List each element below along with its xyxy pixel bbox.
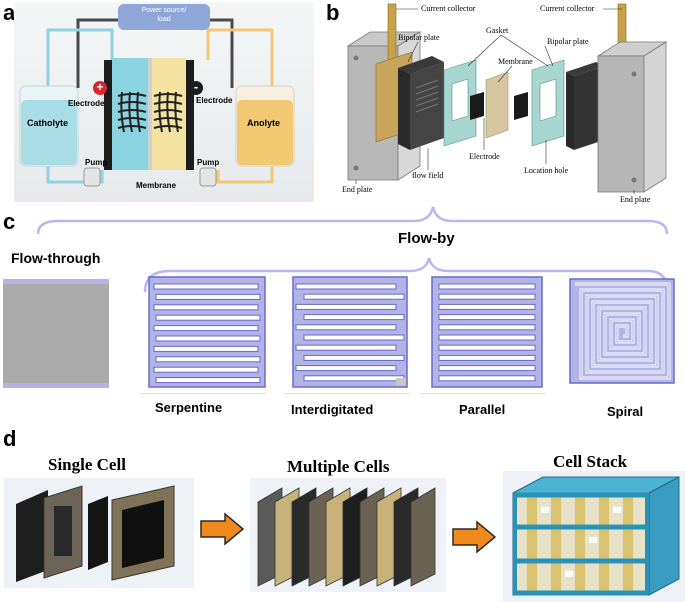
serpentine-rib xyxy=(153,366,259,373)
electrode-label-b: Electrode xyxy=(469,152,500,161)
arrow-right-icon-2 xyxy=(452,520,497,554)
interdigitated-finger xyxy=(295,365,397,372)
cell-stack-title: Cell Stack xyxy=(553,452,628,471)
parallel-rib xyxy=(438,303,536,310)
serpentine-rib xyxy=(155,335,261,342)
minus-terminal-icon: - xyxy=(193,79,199,94)
interdigitated-finger xyxy=(295,344,397,351)
interdigitated-finger xyxy=(295,324,397,331)
serpentine-rib xyxy=(153,325,259,332)
serpentine-rib xyxy=(155,356,261,363)
arrow-right-icon-1 xyxy=(200,512,245,546)
panel-label-c: c xyxy=(3,209,16,234)
serpentine-label: Serpentine xyxy=(155,400,223,415)
flow-by-heading: Flow-by xyxy=(398,230,455,247)
cell-plate xyxy=(410,487,436,587)
bipolar-plate-label-left: Bipolar plate xyxy=(398,33,440,42)
plus-terminal-icon: + xyxy=(96,80,104,94)
parallel-rib xyxy=(438,334,536,341)
parallel-rib xyxy=(438,375,536,382)
panel-label-b: b xyxy=(326,0,340,25)
end-plate-label-left: End plate xyxy=(342,185,373,194)
membrane-label-b: Membrane xyxy=(498,57,533,66)
single-cell-image xyxy=(4,478,194,588)
multiple-cells-title: Multiple Cells xyxy=(287,457,390,476)
interdigitated-finger xyxy=(303,375,405,382)
flow-through-cell xyxy=(3,279,109,388)
interdigitated-finger xyxy=(295,303,397,310)
power-source-label: Power source/ load xyxy=(141,7,187,23)
spiral-label: Spiral xyxy=(607,404,644,419)
parallel-pattern xyxy=(431,276,543,388)
interdigitated-finger xyxy=(295,283,397,290)
flow-field-label: flow field xyxy=(412,171,444,180)
serpentine-rib xyxy=(155,314,261,321)
interdigitated-label: Interdigitated xyxy=(291,402,374,417)
current-collector-label-left: Current collector xyxy=(421,4,476,13)
pattern-underline-2 xyxy=(284,393,410,394)
serpentine-rib xyxy=(153,345,259,352)
parallel-label: Parallel xyxy=(459,402,506,417)
single-cell-title: Single Cell xyxy=(48,455,126,474)
flow-through-heading: Flow-through xyxy=(11,250,101,266)
membrane-label-a: Membrane xyxy=(136,181,177,190)
cell-stack-image xyxy=(503,471,685,602)
parallel-rib xyxy=(438,324,536,331)
interdigitated-finger xyxy=(303,334,405,341)
multiple-cells-image xyxy=(250,478,446,592)
gasket-label: Gasket xyxy=(486,26,509,35)
current-collector-label-right: Current collector xyxy=(540,4,595,13)
parallel-rib xyxy=(438,314,536,321)
parallel-rib xyxy=(438,354,536,361)
parallel-rib xyxy=(438,293,536,300)
serpentine-rib xyxy=(155,377,261,384)
panel-label-d: d xyxy=(3,426,17,451)
end-plate-label-right: End plate xyxy=(620,195,651,204)
serpentine-pattern xyxy=(148,276,266,388)
serpentine-rib xyxy=(153,283,259,290)
anolyte-label: Anolyte xyxy=(247,118,281,128)
catholyte-label: Catholyte xyxy=(27,118,69,128)
electrode-label-right: Electrode xyxy=(196,96,233,105)
electrode-label-left: Electrode xyxy=(68,99,105,108)
interdigitated-pattern xyxy=(292,276,408,388)
bipolar-plate-label-right: Bipolar plate xyxy=(547,37,589,46)
serpentine-rib xyxy=(153,304,259,311)
panel-label-a: a xyxy=(3,0,16,25)
interdigitated-finger xyxy=(303,354,405,361)
pump-label-right: Pump xyxy=(197,158,220,167)
spiral-pattern xyxy=(569,278,675,384)
parallel-rib xyxy=(438,344,536,351)
pattern-underline-3 xyxy=(420,393,546,394)
pump-label-left: Pump xyxy=(85,158,108,167)
pattern-underline-1 xyxy=(140,393,266,394)
panel-a-diagram xyxy=(19,4,295,187)
location-hole-label: Location hole xyxy=(524,166,569,175)
panel-c-braces xyxy=(36,206,669,293)
serpentine-rib xyxy=(155,293,261,300)
interdigitated-finger xyxy=(303,293,405,300)
parallel-rib xyxy=(438,283,536,290)
parallel-rib xyxy=(438,365,536,372)
interdigitated-finger xyxy=(303,314,405,321)
panel-b-exploded-view xyxy=(346,3,668,194)
